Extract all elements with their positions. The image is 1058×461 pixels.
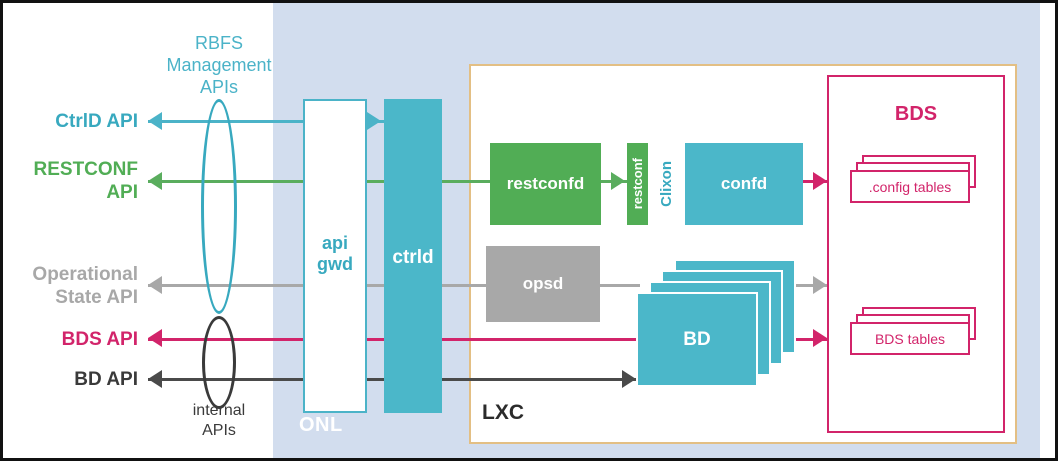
label-restconf-api-line1: RESTCONF bbox=[33, 159, 139, 180]
confd-label: confd bbox=[720, 174, 768, 193]
bd-api-arrowhead-right bbox=[622, 370, 636, 388]
ctrld-api-line bbox=[148, 120, 384, 123]
bds-title: BDS bbox=[894, 103, 938, 125]
internal-apis-caption-line1: internal bbox=[192, 402, 246, 419]
confd-restconf-stripe[interactable]: restconf bbox=[627, 143, 648, 225]
api-gwd-label: api gwd bbox=[305, 233, 365, 275]
opsd-to-bd-line bbox=[600, 284, 640, 287]
bds-api-arrowhead-left bbox=[148, 329, 162, 347]
confd-restconf-label-wrap: restconf bbox=[627, 143, 648, 225]
confd-clixon-label-wrap: Clixon bbox=[648, 143, 685, 225]
confd-restconf-label: restconf bbox=[630, 158, 645, 210]
label-restconf-api-line2: API bbox=[106, 182, 138, 203]
confd-clixon-stripe[interactable]: Clixon bbox=[648, 143, 685, 225]
restconfd-box[interactable]: restconfd bbox=[490, 143, 601, 225]
internal-apis-caption: internal APIs bbox=[163, 401, 275, 441]
label-restconf-api: RESTCONF API bbox=[13, 158, 139, 204]
apigwd-to-ctrld-arrowhead bbox=[367, 112, 381, 130]
confd-to-bds-arrowhead bbox=[813, 172, 827, 190]
confd-box[interactable]: confd bbox=[685, 143, 803, 225]
rbfs-management-apis-caption-line2: Management bbox=[166, 55, 272, 75]
opsd-box[interactable]: opsd bbox=[486, 246, 600, 322]
onl-zone-label: ONL bbox=[299, 414, 343, 436]
rbfs-management-apis-ellipse bbox=[201, 99, 237, 314]
api-gwd-box[interactable]: api gwd bbox=[303, 99, 367, 413]
bds-panel: BDS .config tables BDS tables bbox=[827, 75, 1005, 433]
bd-card-front[interactable]: BD bbox=[636, 292, 758, 387]
label-bd-api: BD API bbox=[74, 369, 138, 390]
label-bds-api: BDS API bbox=[61, 329, 138, 350]
label-operational-state-api: Operational State API bbox=[7, 263, 138, 309]
api-gwd-label-line2: gwd bbox=[317, 254, 353, 274]
bds-tables-label: BDS tables bbox=[874, 330, 946, 347]
config-tables-stack[interactable]: .config tables bbox=[850, 155, 985, 207]
label-operational-state-api-line2: State API bbox=[55, 287, 138, 308]
label-ctrld-api: CtrlD API bbox=[55, 111, 138, 132]
operational-state-api-arrowhead-left bbox=[148, 276, 162, 294]
ctrld-box[interactable]: ctrld bbox=[384, 99, 442, 413]
rbfs-management-apis-caption: RBFS Management APIs bbox=[153, 32, 285, 98]
bd-label: BD bbox=[683, 328, 711, 350]
lxc-zone-label: LXC bbox=[482, 401, 524, 424]
label-operational-state-api-line1: Operational bbox=[32, 264, 138, 285]
bd-to-bds-operational-arrowhead bbox=[813, 276, 827, 294]
bd-api-arrowhead-left bbox=[148, 370, 162, 388]
bds-tables-card-front[interactable]: BDS tables bbox=[850, 322, 970, 355]
ctrld-label: ctrld bbox=[392, 247, 434, 268]
restconfd-label: restconfd bbox=[506, 174, 585, 193]
confd-clixon-label: Clixon bbox=[658, 161, 675, 207]
internal-apis-caption-line2: APIs bbox=[202, 422, 236, 439]
api-gwd-label-line1: api bbox=[321, 233, 348, 253]
opsd-label: opsd bbox=[522, 274, 564, 293]
ctrld-api-arrowhead-left bbox=[148, 112, 162, 130]
internal-apis-ellipse bbox=[202, 316, 236, 409]
bd-to-bds-operational-line bbox=[774, 284, 829, 287]
rbfs-management-apis-caption-line3: APIs bbox=[199, 77, 238, 97]
restconfd-to-confd-arrowhead bbox=[611, 172, 625, 190]
config-tables-card-front[interactable]: .config tables bbox=[850, 170, 970, 203]
bd-stack[interactable]: BD bbox=[636, 259, 796, 389]
config-tables-label: .config tables bbox=[868, 178, 952, 195]
bds-tables-stack[interactable]: BDS tables bbox=[850, 307, 985, 359]
rbfs-management-apis-caption-line1: RBFS bbox=[194, 33, 243, 53]
bds-api-arrowhead-right bbox=[813, 329, 827, 347]
confd-group[interactable]: restconf Clixon confd bbox=[627, 143, 803, 225]
restconf-api-arrowhead-left bbox=[148, 172, 162, 190]
